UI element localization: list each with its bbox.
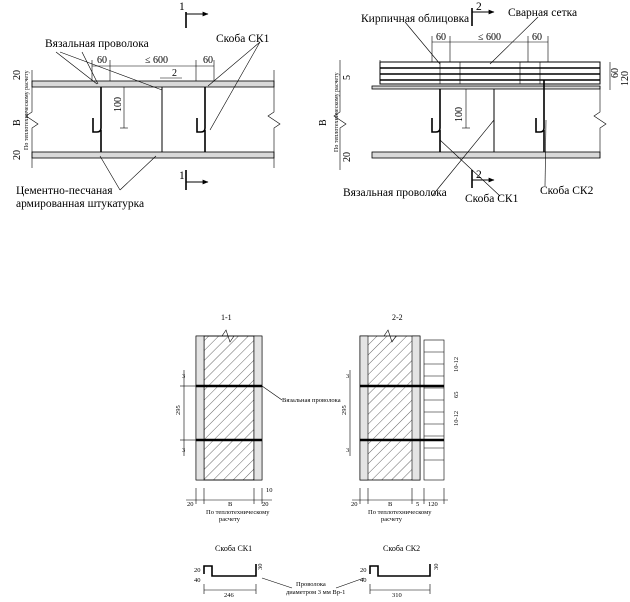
wall-hatch xyxy=(203,335,255,481)
ck2-dim-310: 310 xyxy=(392,592,402,599)
ck2-title: Скоба СК2 xyxy=(383,544,420,553)
label-bracket-ck1: Скоба СК1 xyxy=(216,33,270,45)
bracket-details: Скоба СК1 Скоба СК2 246 20 40 30 310 20 … xyxy=(194,544,440,599)
ck1-dim-30: 30 xyxy=(257,564,264,571)
wire-note-1: Проволока xyxy=(296,581,326,588)
wire-label: Вязальная проволока xyxy=(282,397,341,404)
ck1-dim-40: 40 xyxy=(194,577,201,584)
note-1: По теплотехническому xyxy=(368,509,432,516)
plan-right: 2 2 60 ≤ 600 60 xyxy=(318,1,630,205)
dim-60-a: 60 xyxy=(97,55,107,66)
note-2: расчету xyxy=(219,516,241,523)
section-arrow-1-bottom: 1 xyxy=(179,170,209,190)
dim-B: В xyxy=(388,501,393,508)
dim-600: ≤ 600 xyxy=(145,55,168,66)
dim-B: В xyxy=(318,119,329,126)
dim-120: 120 xyxy=(428,501,438,508)
plan-left: 1 1 60 ≤ 600 60 2 100 xyxy=(12,1,281,210)
section-label-1-bottom: 1 xyxy=(179,170,185,182)
bracket-ck1-shape xyxy=(203,564,257,577)
plaster-bottom xyxy=(371,151,601,159)
dim-65: 65 xyxy=(453,392,460,399)
label-ck1: Скоба СК1 xyxy=(465,193,519,205)
dim-3-a: 3 xyxy=(182,373,185,380)
dim-120-right: 120 xyxy=(620,71,630,86)
bracket-ck1-b xyxy=(196,87,206,133)
break-line-right xyxy=(267,70,281,168)
note-1: По теплотехническому xyxy=(206,509,270,516)
plaster-top xyxy=(371,85,601,90)
dim-60-b: 60 xyxy=(203,55,213,66)
dim-60-b: 60 xyxy=(532,32,542,43)
vertical-note: По теплотехническому расчету xyxy=(334,72,340,152)
dim-3-b: 3 xyxy=(182,447,185,454)
label-brick-facing: Кирпичная облицовка xyxy=(361,13,469,25)
dim-60-a: 60 xyxy=(436,32,446,43)
section-label-1-top: 1 xyxy=(179,1,185,13)
dim-20-top: 20 xyxy=(12,70,23,80)
dim-20: 20 xyxy=(351,501,358,508)
dim-20-a: 20 xyxy=(187,501,194,508)
section-1-1: 1-1 Вязальная проволока 3 295 3 20 В 20 … xyxy=(175,313,341,523)
dim-600: ≤ 600 xyxy=(478,32,501,43)
label-wire: Вязальная проволока xyxy=(45,38,149,50)
ck2-dim-30: 30 xyxy=(433,564,440,571)
break-line-right xyxy=(593,86,607,158)
dim-100: 100 xyxy=(113,97,124,112)
section-1-title: 1-1 xyxy=(221,313,232,322)
label-plaster-1: Цементно-песчаная xyxy=(16,185,113,197)
dim-295: 295 xyxy=(175,405,182,415)
dim-20: 20 xyxy=(342,152,353,162)
dim-100: 100 xyxy=(454,107,465,122)
bracket-ck2-shape xyxy=(369,564,431,577)
wall-hatch xyxy=(359,335,421,481)
section-arrow-2-bottom: 2 xyxy=(471,169,495,188)
vertical-note: По теплотехническому расчету xyxy=(24,70,30,150)
label-ck2: Скоба СК2 xyxy=(540,185,594,197)
dim-B: В xyxy=(228,501,233,508)
ck1-dim-20: 20 xyxy=(194,567,201,574)
dim-10: 10 xyxy=(266,487,273,494)
plaster-layer-bottom xyxy=(31,151,275,159)
dim-20-bottom: 20 xyxy=(12,150,23,160)
bracket-ck1-a xyxy=(92,87,102,133)
section-arrow-2-top: 2 xyxy=(471,1,495,26)
bracket-ck2 xyxy=(535,80,545,133)
break-line-left xyxy=(25,70,39,168)
dim-60-right: 60 xyxy=(610,68,621,78)
dim-5: 5 xyxy=(416,501,419,508)
brick-courses xyxy=(423,339,445,481)
plaster-layer-top xyxy=(31,80,275,88)
ck2-dim-40: 40 xyxy=(360,577,367,584)
dim-10-12-b: 10-12 xyxy=(453,411,460,426)
dim-5: 5 xyxy=(342,75,353,80)
break-line-left xyxy=(333,60,347,170)
section-2-2: 2-2 3 295 3 10-12 65 10-12 20 В 5 120 xyxy=(341,313,460,523)
dim-2: 2 xyxy=(172,68,177,79)
dim-20-b: 20 xyxy=(262,501,269,508)
note-2: расчету xyxy=(381,516,403,523)
dim-B: В xyxy=(12,119,23,126)
dim-3-b: 3 xyxy=(346,447,349,454)
dim-3-a: 3 xyxy=(346,373,349,380)
label-plaster-2: армированная штукатурка xyxy=(16,198,144,210)
label-wire: Вязальная проволока xyxy=(343,187,447,199)
dim-10-12-a: 10-12 xyxy=(453,357,460,372)
ck1-dim-246: 246 xyxy=(224,592,235,599)
wire-note-2: диаметром 3 мм Вр-1 xyxy=(286,589,345,596)
bracket-ck1 xyxy=(431,89,441,133)
dim-295: 295 xyxy=(341,405,348,415)
ck1-title: Скоба СК1 xyxy=(215,544,252,553)
section-label-2-top: 2 xyxy=(476,1,482,13)
label-welded-mesh: Сварная сетка xyxy=(508,7,577,19)
section-arrow-1-top: 1 xyxy=(179,1,209,28)
section-2-title: 2-2 xyxy=(392,313,403,322)
ck2-dim-20: 20 xyxy=(360,567,367,574)
section-label-2-bottom: 2 xyxy=(476,169,482,181)
